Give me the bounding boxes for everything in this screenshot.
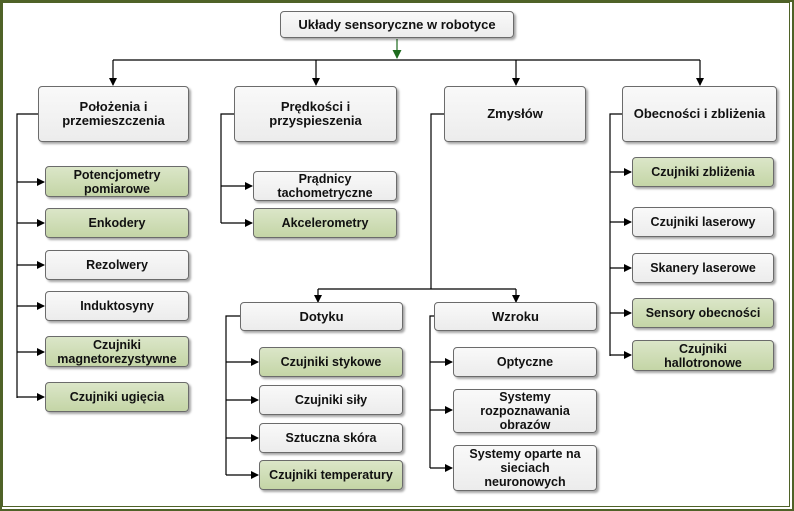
item-optyczne: Optyczne	[453, 347, 597, 377]
subcategory-dotyku: Dotyku	[240, 302, 403, 331]
item-neuronowe: Systemy oparte na sieciach neuronowych	[453, 445, 597, 491]
spine-zmyslow	[430, 113, 444, 289]
item-magnetorezystywne: Czujniki magnetorezystywne	[45, 336, 189, 367]
spine-predkosci	[220, 113, 234, 223]
item-hallotronowe: Czujniki hallotronowe	[632, 340, 774, 371]
item-rezolwery: Rezolwery	[45, 250, 189, 280]
item-induktosyny: Induktosyny	[45, 291, 189, 321]
item-sily: Czujniki siły	[259, 385, 403, 415]
spine-dotyku	[225, 315, 240, 475]
item-ugiecia: Czujniki ugięcia	[45, 382, 189, 412]
item-obecnosci: Sensory obecności	[632, 298, 774, 328]
item-potencjometry: Potencjometry pomiarowe	[45, 166, 189, 197]
item-temperatury: Czujniki temperatury	[259, 460, 403, 490]
category-obecnosci: Obecności i zbliżenia	[622, 86, 777, 142]
item-stykowe: Czujniki stykowe	[259, 347, 403, 377]
spine-obecnosci	[609, 113, 622, 356]
spine-wzroku	[429, 315, 434, 468]
item-pradnicy: Prądnicy tachometryczne	[253, 171, 397, 201]
item-skanery: Skanery laserowe	[632, 253, 774, 283]
root-node: Układy sensoryczne w robotyce	[280, 11, 514, 38]
item-enkodery: Enkodery	[45, 208, 189, 238]
subcategory-wzroku: Wzroku	[434, 302, 597, 331]
spine-polozenia	[16, 113, 38, 398]
item-laserowy: Czujniki laserowy	[632, 207, 774, 237]
category-polozenia: Położenia i przemieszczenia	[38, 86, 189, 142]
item-zblizenia: Czujniki zbliżenia	[632, 157, 774, 187]
item-skora: Sztuczna skóra	[259, 423, 403, 453]
item-rozpoznawania: Systemy rozpoznawania obrazów	[453, 389, 597, 433]
category-predkosci: Prędkości i przyspieszenia	[234, 86, 397, 142]
item-akcelerometry: Akcelerometry	[253, 208, 397, 238]
category-zmyslow: Zmysłów	[444, 86, 586, 142]
